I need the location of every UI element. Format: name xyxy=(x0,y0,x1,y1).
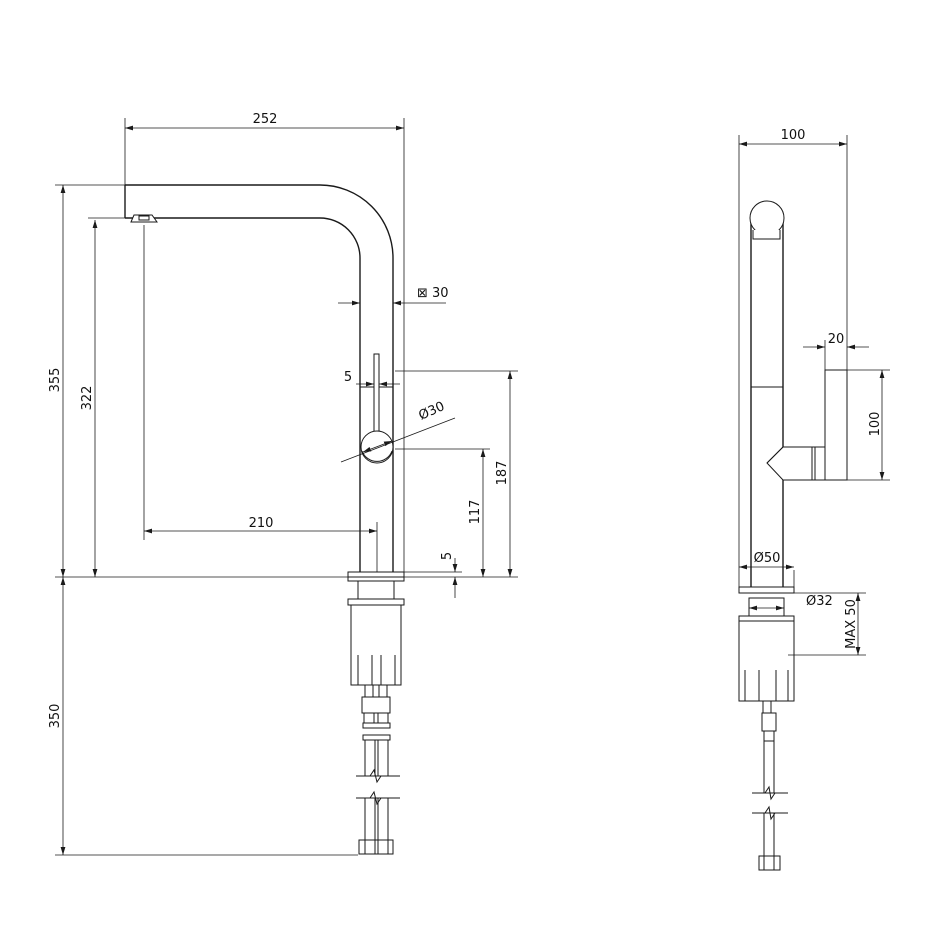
dim-lever-total-height: 187 xyxy=(495,461,510,486)
dim-shank-diameter: Ø32 xyxy=(806,594,833,609)
dim-handle-depth: 20 xyxy=(828,332,845,347)
dim-max-counter: MAX 50 xyxy=(844,599,859,649)
dim-height-overall: 355 xyxy=(48,368,63,393)
dim-lever-axis-height: 117 xyxy=(468,500,483,525)
dim-base-diameter: Ø50 xyxy=(754,551,781,566)
dim-handle-offset: 5 xyxy=(344,370,352,385)
side-extension-lines xyxy=(738,135,890,656)
dim-below-counter: 350 xyxy=(48,704,63,729)
dim-base-gap: 5 xyxy=(440,552,455,560)
dim-spout-height: 322 xyxy=(80,386,95,411)
faucet-base-side xyxy=(738,586,795,871)
faucet-base-front xyxy=(347,571,405,855)
dim-width-overall: 252 xyxy=(253,112,278,127)
side-handle xyxy=(766,369,848,481)
dim-spout-reach: 210 xyxy=(249,516,274,531)
dim-side-width: 100 xyxy=(781,128,806,143)
faucet-spout xyxy=(124,184,394,577)
dim-handle-height: 100 xyxy=(868,412,883,437)
front-view: 252 355 322 350 210 ⊠ 30 5 Ø30 187 117 5 xyxy=(48,112,518,856)
dim-lever-diameter: Ø30 xyxy=(417,399,448,424)
side-view: 100 20 100 Ø50 Ø32 MAX 50 xyxy=(738,128,890,871)
front-extension-lines xyxy=(55,118,518,856)
side-dimension-lines xyxy=(739,141,885,655)
faucet-body-side xyxy=(749,200,785,587)
dim-body-square: ⊠ 30 xyxy=(417,286,449,301)
front-dimension-lines xyxy=(60,125,513,855)
